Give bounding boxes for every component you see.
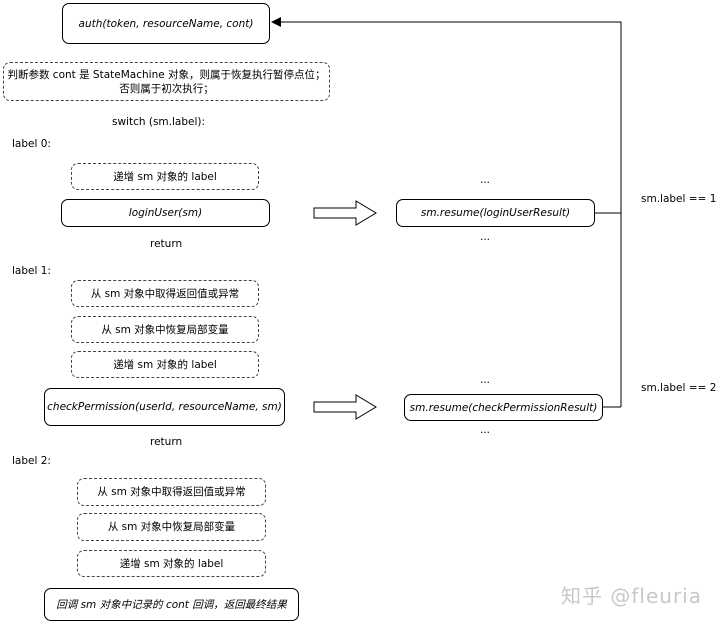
label1-call-box: checkPermission(userId, resourceName, sm… xyxy=(44,388,285,426)
label2-fetch-box: 从 sm 对象中取得返回值或异常 xyxy=(77,478,266,506)
label1-return: return xyxy=(150,436,183,448)
label1-restore-text: 从 sm 对象中恢复局部变量 xyxy=(101,323,229,336)
label1-resume-dots-after: ... xyxy=(480,424,491,436)
label0-resume-dots-before: ... xyxy=(480,174,491,186)
auth-function-box: auth(token, resourceName, cont) xyxy=(62,3,270,44)
label1-restore-box: 从 sm 对象中恢复局部变量 xyxy=(71,316,259,343)
label2-restore-text: 从 sm 对象中恢复局部变量 xyxy=(107,521,236,533)
intro-note-box: 判断参数 cont 是 StateMachine 对象，则属于恢复执行暂停点位；… xyxy=(3,62,330,101)
label1-increment-text: 递增 sm 对象的 label xyxy=(113,358,217,371)
label1-fetch-text: 从 sm 对象中取得返回值或异常 xyxy=(90,287,240,300)
label0-title: label 0: xyxy=(12,138,51,150)
intro-note-line2: 否则属于初次执行； xyxy=(119,82,214,95)
label1-resume-dots-before: ... xyxy=(480,374,491,386)
label1-condition: sm.label == 2 xyxy=(641,382,717,394)
label0-resume-box: sm.resume(loginUserResult) xyxy=(396,199,595,227)
label0-resume-dots-after: ... xyxy=(480,231,491,243)
label1-resume-text: sm.resume(checkPermissionResult) xyxy=(409,401,598,414)
watermark: 知乎 @fleuria xyxy=(561,584,702,608)
label1-call-text: checkPermission(userId, resourceName, sm… xyxy=(47,401,282,413)
label2-restore-box: 从 sm 对象中恢复局部变量 xyxy=(77,513,266,541)
label0-increment-box: 递增 sm 对象的 label xyxy=(71,163,259,190)
label0-condition: sm.label == 1 xyxy=(641,193,717,205)
label0-increment-text: 递增 sm 对象的 label xyxy=(113,170,217,183)
loop-back-line xyxy=(280,21,622,407)
label0-return: return xyxy=(150,238,183,250)
hollow-arrow-label0 xyxy=(313,200,377,226)
intro-note-line1: 判断参数 cont 是 StateMachine 对象，则属于恢复执行暂停点位； xyxy=(7,68,326,81)
label2-increment-text: 递增 sm 对象的 label xyxy=(119,557,224,570)
loop-back-arrowhead xyxy=(271,17,281,27)
label1-increment-box: 递增 sm 对象的 label xyxy=(71,351,259,378)
label2-fetch-text: 从 sm 对象中取得返回值或异常 xyxy=(97,486,246,498)
label1-resume-box: sm.resume(checkPermissionResult) xyxy=(404,394,603,421)
label0-call-text: loginUser(sm) xyxy=(128,207,203,219)
label2-increment-box: 递增 sm 对象的 label xyxy=(77,550,266,577)
hollow-arrow-label1 xyxy=(313,394,377,420)
label0-call-box: loginUser(sm) xyxy=(61,199,270,227)
switch-label: switch (sm.label): xyxy=(112,116,206,128)
label2-final-text: 回调 sm 对象中记录的 cont 回调，返回最终结果 xyxy=(56,598,287,611)
label1-title: label 1: xyxy=(12,265,51,277)
label1-fetch-box: 从 sm 对象中取得返回值或异常 xyxy=(71,280,259,307)
label2-final-box: 回调 sm 对象中记录的 cont 回调，返回最终结果 xyxy=(44,588,299,621)
label2-title: label 2: xyxy=(12,455,51,467)
auth-function-label: auth(token, resourceName, cont) xyxy=(78,17,254,30)
label0-resume-text: sm.resume(loginUserResult) xyxy=(420,207,571,219)
